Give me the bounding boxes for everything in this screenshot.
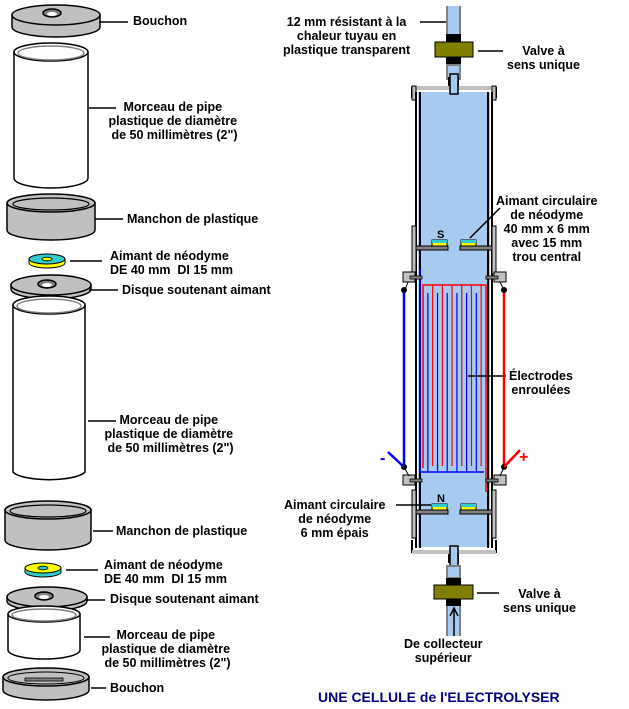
- diagram-title: UNE CELLULE de l'ELECTROLYSER: [318, 689, 560, 705]
- pole-n-label: N: [437, 493, 445, 505]
- disc-1: [10, 274, 92, 300]
- sleeve-1: [6, 193, 96, 241]
- cell-top-cap: [411, 73, 497, 101]
- label-magnet-bottom: Aimant circulaire de néodyme 6 mm épais: [284, 498, 386, 540]
- bottom-cap: [2, 667, 90, 701]
- sleeve-2: [4, 500, 92, 551]
- minus-sign: -: [380, 450, 386, 467]
- label-magnet-top: Aimant circulaire de néodyme 40 mm x 6 m…: [496, 194, 598, 264]
- plus-sign: +: [519, 449, 529, 466]
- cell-water: [418, 92, 490, 547]
- label-magnet-1: Aimant de néodyme DE 40 mm DI 15 mm: [110, 249, 233, 277]
- top-valve: [434, 41, 474, 58]
- negative-electrode-frame: [419, 269, 484, 473]
- pipe-1: [13, 42, 89, 189]
- magnet-2: [24, 562, 62, 578]
- label-collector: De collecteur supérieur: [404, 637, 483, 665]
- label-magnet-2: Aimant de néodyme DE 40 mm DI 15 mm: [104, 558, 227, 586]
- leader-line: [469, 207, 501, 239]
- top-magnet-assembly: [415, 239, 493, 251]
- flow-arrow-icon: [449, 606, 459, 636]
- pole-s-label: S: [437, 229, 445, 241]
- magnet-1: [28, 253, 66, 269]
- label-pipe-1: Morceau de pipe plastique de diamètre de…: [108, 100, 238, 142]
- label-valve-bottom: Valve à sens unique: [503, 587, 576, 615]
- label-disc-1: Disque soutenant aimant: [122, 283, 271, 297]
- bottom-magnet-assembly: [415, 503, 493, 515]
- bottom-valve: [433, 584, 474, 600]
- pipe-2: [12, 295, 86, 481]
- label-sleeve-1: Manchon de plastique: [127, 212, 259, 226]
- positive-wire: [499, 287, 521, 477]
- top-cap: [11, 4, 101, 38]
- label-pipe-2: Morceau de pipe plastique de diamètre de…: [104, 413, 234, 455]
- label-top-cap: Bouchon: [133, 14, 188, 28]
- label-sleeve-2: Manchon de plastique: [116, 524, 248, 538]
- label-disc-2: Disque soutenant aimant: [110, 592, 259, 606]
- label-pipe-3: Morceau de pipe plastique de diamètre de…: [101, 628, 231, 670]
- positive-electrode-frame: [422, 284, 487, 492]
- label-electrodes: Électrodes enroulées: [509, 369, 573, 397]
- label-bottom-cap: Bouchon: [110, 681, 165, 695]
- top-clamps: [402, 271, 507, 291]
- negative-wire: [387, 287, 410, 477]
- pipe-3: [7, 605, 81, 660]
- label-valve-top: Valve à sens unique: [507, 44, 580, 72]
- bottom-tube: [446, 565, 461, 636]
- label-tube: 12 mm résistant à la chaleur tuyau en pl…: [283, 15, 411, 57]
